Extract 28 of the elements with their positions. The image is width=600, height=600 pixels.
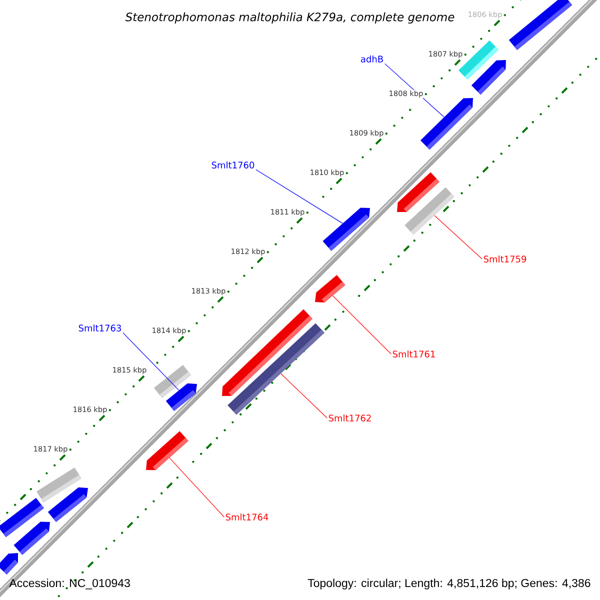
gene-bar (228, 323, 324, 415)
gene-block (420, 98, 473, 150)
footer-text: Accession: NC_010943 (9, 578, 130, 590)
leader-line (169, 458, 224, 518)
gene-block (14, 522, 50, 555)
gene-bar (508, 0, 572, 50)
leader-line (256, 169, 343, 224)
gene-block (48, 487, 88, 522)
gene-bar (404, 187, 454, 235)
gene-label: Smlt1760 (212, 162, 254, 168)
gene-label: Smlt1762 (328, 414, 371, 422)
leader-line (434, 215, 482, 260)
gene-block (146, 431, 188, 470)
gene-label: adhB (360, 56, 383, 62)
gene-label: Smlt1764 (226, 514, 268, 520)
gene-block (315, 275, 346, 302)
leader-line (332, 295, 392, 354)
gene-block (0, 553, 18, 574)
gene-block (322, 208, 370, 251)
gene-block (471, 60, 506, 95)
title: Stenotrophomonas maltophilia K279a, complete genome (125, 12, 454, 24)
leader-line (280, 373, 328, 418)
gene-block (166, 383, 197, 412)
gene-label: Smlt1761 (392, 350, 435, 358)
leader-line (122, 332, 180, 390)
gene-label: Smlt1763 (78, 324, 121, 332)
footer-text: Topology: circular; Length: 4,851,126 bp; Genes: 4,386 (308, 578, 590, 590)
gene-label: Smlt1759 (484, 256, 526, 262)
